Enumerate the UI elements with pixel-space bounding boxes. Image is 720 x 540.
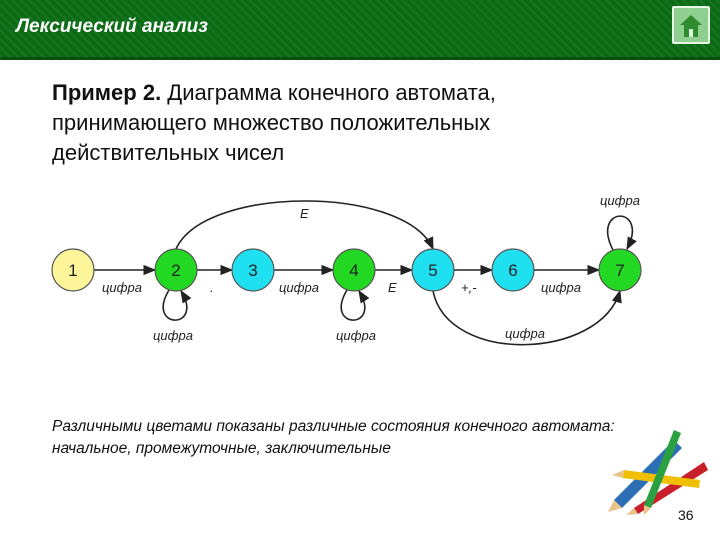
state-7-label: 7	[615, 261, 624, 280]
transition-2-2	[162, 289, 192, 321]
transition-label-4-5: E	[388, 280, 397, 295]
transition-label-3-4: цифра	[279, 280, 319, 295]
transition-2-5	[175, 200, 434, 251]
state-2-label: 2	[171, 261, 180, 280]
state-6-circle	[491, 248, 535, 292]
transition-7-7	[606, 215, 637, 251]
state-3-circle	[231, 248, 275, 292]
home-icon	[680, 15, 702, 37]
finite-automaton-diagram: цифрацифра.цифрацифраEE+,-цифрацифрацифр…	[51, 193, 642, 346]
transition-label-4-4: цифра	[336, 328, 376, 343]
state-7-circle	[598, 248, 642, 292]
state-4-circle	[332, 248, 376, 292]
slide-heading: Пример 2. Диаграмма конечного автомата, …	[52, 78, 612, 168]
transition-label-5-6: +,-	[461, 280, 477, 295]
state-5-label: 5	[428, 261, 437, 280]
transition-label-2-3: .	[210, 280, 214, 295]
state-2-circle	[154, 248, 198, 292]
transition-5-7	[432, 289, 622, 346]
transition-label-2-5: E	[300, 206, 309, 221]
page-number: 36	[678, 507, 694, 523]
home-button[interactable]	[672, 6, 710, 44]
transition-4-4	[340, 289, 370, 321]
state-3-label: 3	[248, 261, 257, 280]
slide-title: Лексический анализ	[16, 16, 208, 37]
state-5-circle	[411, 248, 455, 292]
diagram-caption: Различными цветами показаны различные со…	[52, 418, 615, 457]
transition-label-6-7: цифра	[541, 280, 581, 295]
transition-label-2-2: цифра	[153, 328, 193, 343]
transition-label-7-7: цифра	[600, 193, 640, 208]
header-pattern	[0, 0, 720, 57]
heading-text: Диаграмма конечного автомата, принимающе…	[52, 80, 496, 165]
slide-header: Лексический анализ	[0, 0, 720, 60]
state-1-circle	[51, 248, 95, 292]
state-4-label: 4	[349, 261, 358, 280]
heading-example-label: Пример 2.	[52, 80, 162, 105]
transition-label-5-7: цифра	[505, 326, 545, 341]
state-6-label: 6	[508, 261, 517, 280]
pencils-icon	[608, 430, 708, 515]
state-1-label: 1	[68, 261, 77, 280]
transition-label-1-2: цифра	[102, 280, 142, 295]
